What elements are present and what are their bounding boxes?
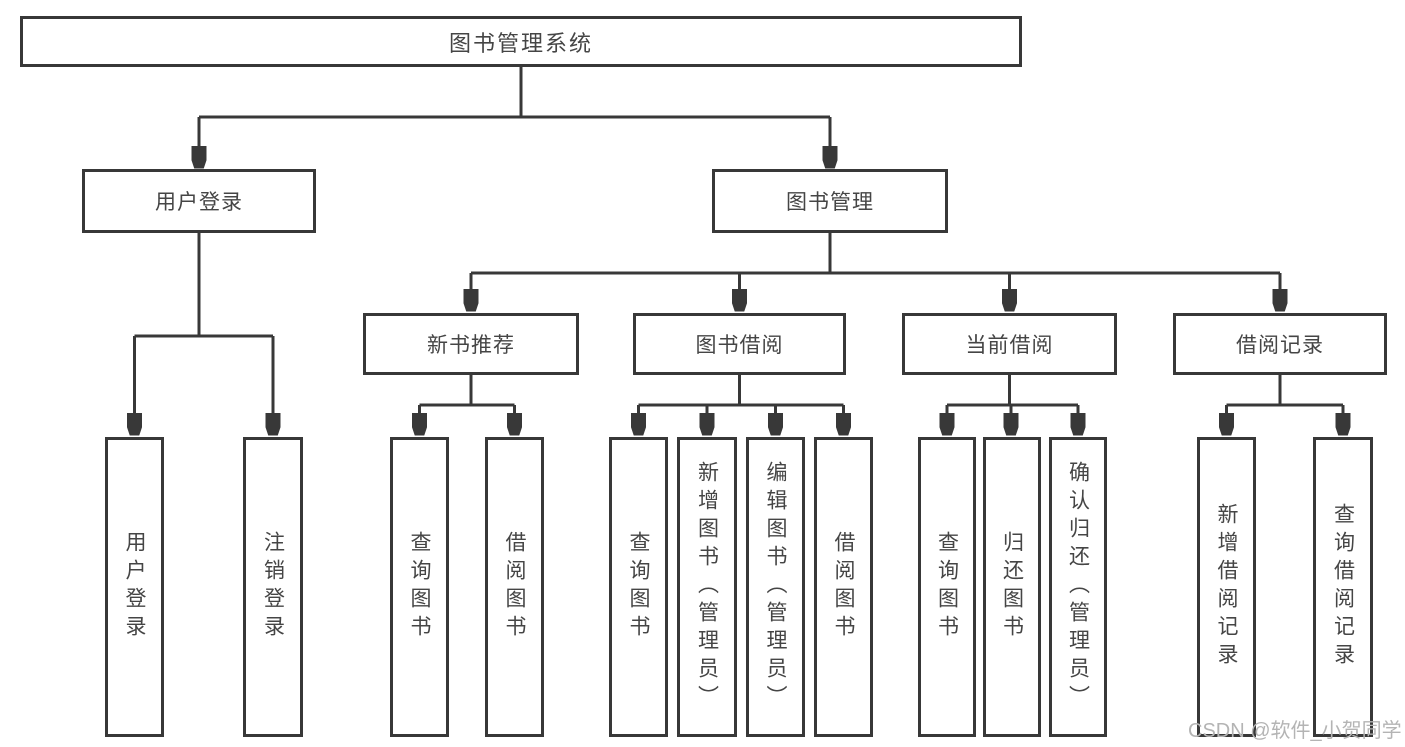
node-current-borrowing: 当前借阅	[902, 313, 1117, 375]
node-root: 图书管理系统	[20, 16, 1022, 67]
leaf-user-login: 用户登录	[105, 437, 164, 737]
node-new-book-recommendation: 新书推荐	[363, 313, 579, 375]
node-user-login: 用户登录	[82, 169, 316, 233]
csdn-watermark: CSDN @软件_小贺同学	[1188, 720, 1402, 742]
leaf-current-confirm-return-admin-label: 确认归还（管理员）	[1066, 461, 1090, 713]
node-book-management: 图书管理	[712, 169, 948, 233]
leaf-borrowing-borrow-books-label: 借阅图书	[832, 531, 855, 643]
leaf-borrowing-query-books-label: 查询图书	[627, 531, 650, 643]
leaf-current-query-books-label: 查询图书	[935, 531, 959, 643]
leaf-borrowing-query-books: 查询图书	[609, 437, 668, 737]
leaf-records-add-borrow-record: 新增借阅记录	[1197, 437, 1256, 737]
node-book-borrowing: 图书借阅	[633, 313, 846, 375]
leaf-records-query-borrow-record-label: 查询借阅记录	[1331, 503, 1355, 671]
leaf-borrowing-add-books-admin-label: 新增图书（管理员）	[695, 461, 719, 713]
leaf-borrowing-edit-books-admin-label: 编辑图书（管理员）	[764, 461, 787, 713]
leaf-borrowing-add-books-admin: 新增图书（管理员）	[677, 437, 737, 737]
leaf-newbook-borrow-books: 借阅图书	[485, 437, 544, 737]
leaf-logout: 注销登录	[243, 437, 303, 737]
leaf-user-login-label: 用户登录	[123, 531, 146, 643]
leaf-records-query-borrow-record: 查询借阅记录	[1313, 437, 1373, 737]
leaf-records-add-borrow-record-label: 新增借阅记录	[1215, 503, 1238, 671]
node-borrowing-records: 借阅记录	[1173, 313, 1387, 375]
leaf-newbook-query-books: 查询图书	[390, 437, 449, 737]
leaf-newbook-borrow-books-label: 借阅图书	[503, 531, 526, 643]
leaf-current-return-books-label: 归还图书	[1000, 531, 1024, 643]
leaf-logout-label: 注销登录	[261, 531, 285, 643]
leaf-current-return-books: 归还图书	[983, 437, 1041, 737]
leaf-borrowing-edit-books-admin: 编辑图书（管理员）	[746, 437, 805, 737]
leaf-current-query-books: 查询图书	[918, 437, 976, 737]
leaf-newbook-query-books-label: 查询图书	[408, 531, 431, 643]
leaf-current-confirm-return-admin: 确认归还（管理员）	[1049, 437, 1107, 737]
leaf-borrowing-borrow-books: 借阅图书	[814, 437, 873, 737]
